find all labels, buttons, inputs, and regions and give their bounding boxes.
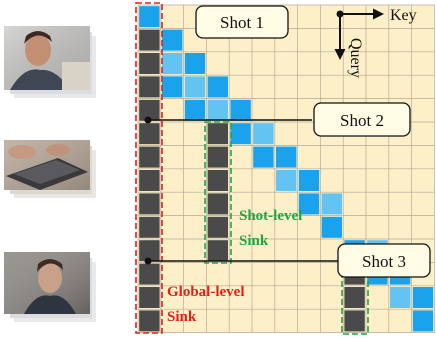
attention-cell	[162, 29, 183, 51]
attention-cell	[412, 310, 434, 332]
attention-cell	[298, 193, 320, 215]
key-query-axes	[334, 8, 384, 60]
global-sink-cell	[139, 287, 160, 308]
global-sink-cell	[139, 29, 160, 51]
global-sink-cell	[139, 310, 160, 332]
attention-cell	[207, 76, 228, 98]
query-axis-label: Query	[347, 38, 364, 78]
shot-sink-cell	[207, 240, 228, 262]
attention-cell	[230, 123, 251, 145]
attention-cell	[390, 287, 411, 308]
shot-2-sink-outline	[204, 121, 232, 264]
attention-cell	[253, 123, 274, 145]
shot-level-sink-label-line-1: Shot-level	[239, 208, 302, 224]
shot-2-boundary-dot	[144, 116, 152, 124]
attention-cell	[321, 193, 342, 215]
key-arrow-icon	[373, 8, 384, 20]
query-arrow-icon	[334, 49, 346, 60]
shot-1-thumbnail	[4, 26, 96, 98]
attention-cell	[184, 99, 206, 121]
shot-1-label-box: Shot 1	[195, 5, 289, 39]
attention-cell	[139, 6, 160, 28]
shot-2-label-box: Shot 2	[313, 102, 411, 137]
shot-2-label: Shot 2	[340, 111, 384, 130]
shot-sink-cell	[344, 310, 365, 332]
attention-grid	[137, 4, 435, 333]
global-level-sink-label-line-1: Global-level	[167, 284, 245, 300]
attention-cell	[276, 170, 297, 191]
global-sink-cell	[139, 76, 160, 98]
attention-cell	[184, 76, 206, 98]
shot-sink-cell	[207, 193, 228, 215]
attention-cell	[184, 53, 206, 74]
attention-cell	[162, 53, 183, 74]
attention-cell	[230, 99, 251, 121]
shot-3-label: Shot 3	[362, 252, 406, 271]
global-sink-cell	[139, 146, 160, 168]
shot-2-thumbnail	[4, 140, 96, 198]
attention-cell	[207, 99, 228, 121]
global-sink-cell	[139, 99, 160, 121]
shot-sink-cell	[207, 216, 228, 238]
global-sink-cell	[139, 240, 160, 262]
shot-3-boundary-dot	[144, 257, 152, 265]
shot-sink-cell	[344, 287, 365, 308]
global-sink-cell	[139, 123, 160, 145]
global-sink-cell	[139, 53, 160, 74]
shot-3-thumbnail	[4, 252, 96, 322]
global-sink-cell	[139, 193, 160, 215]
key-axis-label: Key	[390, 7, 417, 24]
global-sink-cell	[139, 263, 160, 285]
shot-level-sink-label-line-2: Sink	[239, 233, 269, 249]
attention-cell	[253, 146, 274, 168]
global-sink-outline	[135, 2, 163, 334]
shot-sink-cell	[207, 123, 228, 145]
attention-cell	[162, 76, 183, 98]
shot-sink-cell	[207, 170, 228, 191]
attention-cell	[412, 287, 434, 308]
shot-1-label: Shot 1	[220, 13, 264, 32]
attention-cell	[321, 216, 342, 238]
global-sink-cell	[139, 170, 160, 191]
attention-cell	[276, 146, 297, 168]
shot-sink-cell	[207, 146, 228, 168]
global-level-sink-label-line-2: Sink	[167, 309, 197, 325]
global-sink-cell	[139, 216, 160, 238]
shot-3-label-box: Shot 3	[337, 243, 431, 278]
attention-cell	[298, 170, 320, 191]
